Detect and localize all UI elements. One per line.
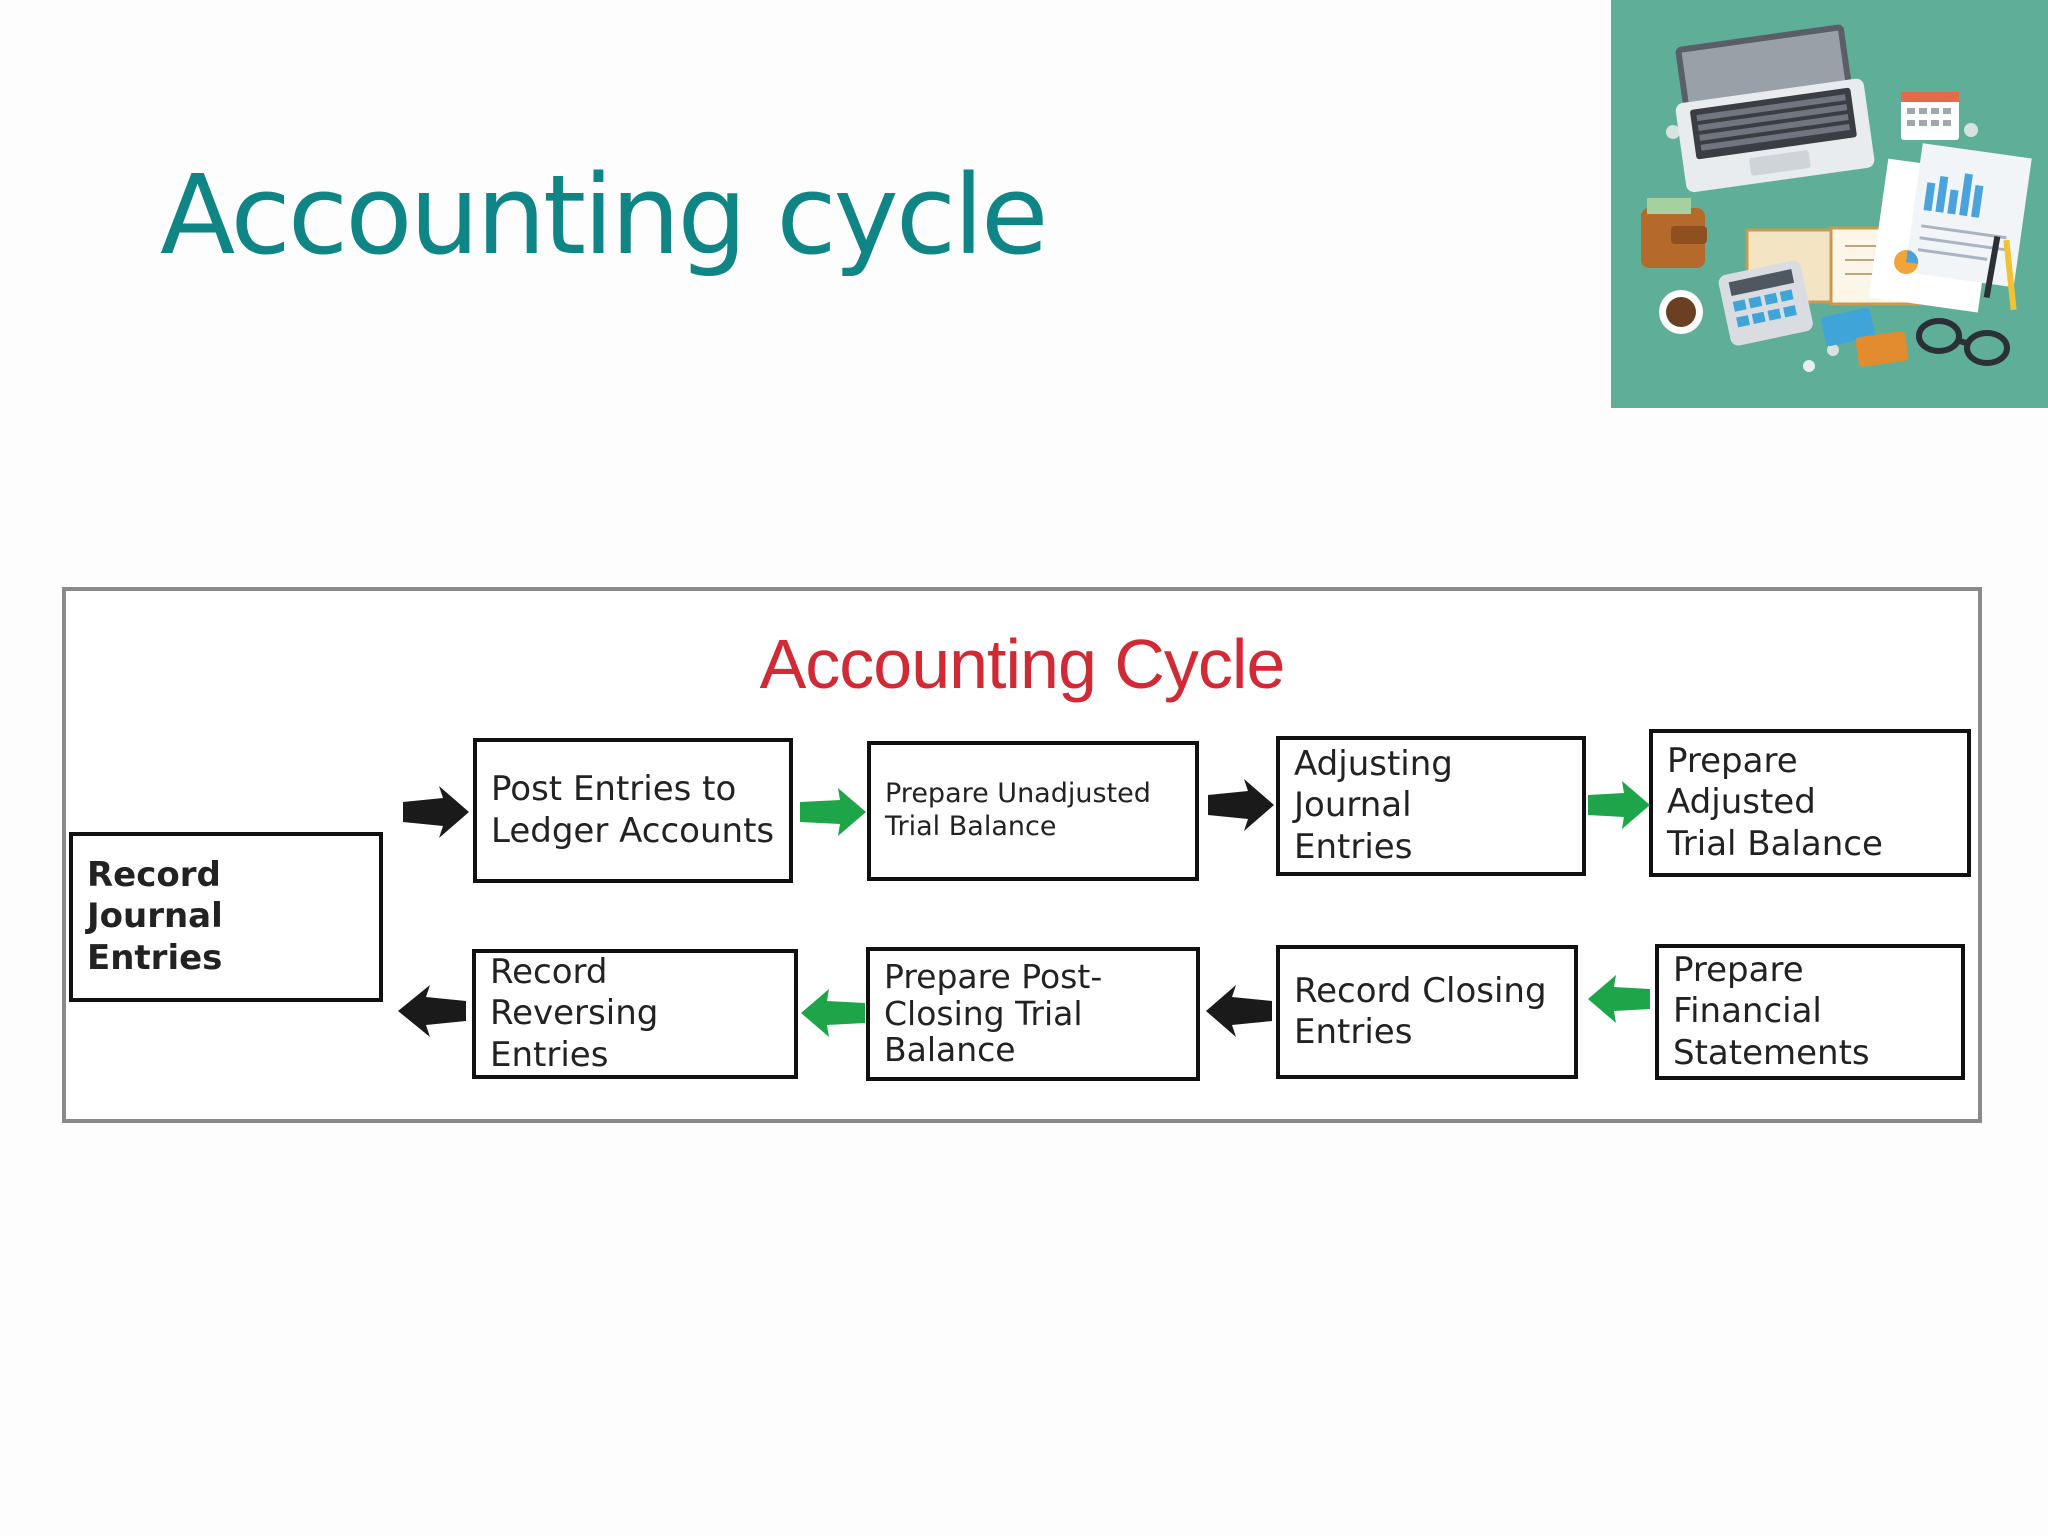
step-label: Record Reversing Entries [490,951,659,1075]
step-post-entries-to-ledger-accounts: Post Entries to Ledger Accounts [473,738,793,883]
step-adjusting-journal-entries: Adjusting Journal Entries [1276,736,1586,876]
step-record-closing-entries: Record Closing Entries [1276,945,1578,1079]
step-label: Prepare Adjusted Trial Balance [1667,740,1883,864]
step-label: Record Journal Entries [87,854,223,978]
step-label: Post Entries to Ledger Accounts [491,769,775,851]
arrow-left-green-1 [1588,975,1650,1023]
arrow-left-green-2 [801,989,865,1037]
arrow-left-black-1 [1206,985,1272,1037]
step-label: Record Closing Entries [1294,970,1547,1052]
arrow-right-black-1 [403,786,469,838]
step-label: Prepare Unadjusted Trial Balance [885,778,1151,842]
arrow-right-green-2 [1588,781,1650,829]
diagram-title: Accounting Cycle [759,625,1286,703]
step-record-journal-entries: Record Journal Entries [69,832,383,1002]
step-prepare-unadjusted-trial-balance: Prepare Unadjusted Trial Balance [867,741,1199,881]
step-record-reversing-entries: Record Reversing Entries [472,949,798,1079]
step-label: Adjusting Journal Entries [1294,743,1453,867]
step-prepare-financial-statements: Prepare Financial Statements [1655,944,1965,1080]
arrow-right-green-1 [800,788,866,836]
step-prepare-adjusted-trial-balance: Prepare Adjusted Trial Balance [1649,729,1971,877]
arrow-right-black-2 [1208,779,1274,831]
step-prepare-post-closing-trial-balance: Prepare Post- Closing Trial Balance [866,947,1200,1081]
accounting-cycle-diagram: Accounting Cycle Record Journal Entries … [62,587,1982,1123]
step-label: Prepare Post- Closing Trial Balance [884,956,1103,1070]
step-label: Prepare Financial Statements [1673,949,1870,1073]
arrow-left-black-2 [398,985,466,1037]
slide-title: Accounting cycle [160,151,1048,279]
accounting-desk-illustration-icon [1611,0,2048,408]
